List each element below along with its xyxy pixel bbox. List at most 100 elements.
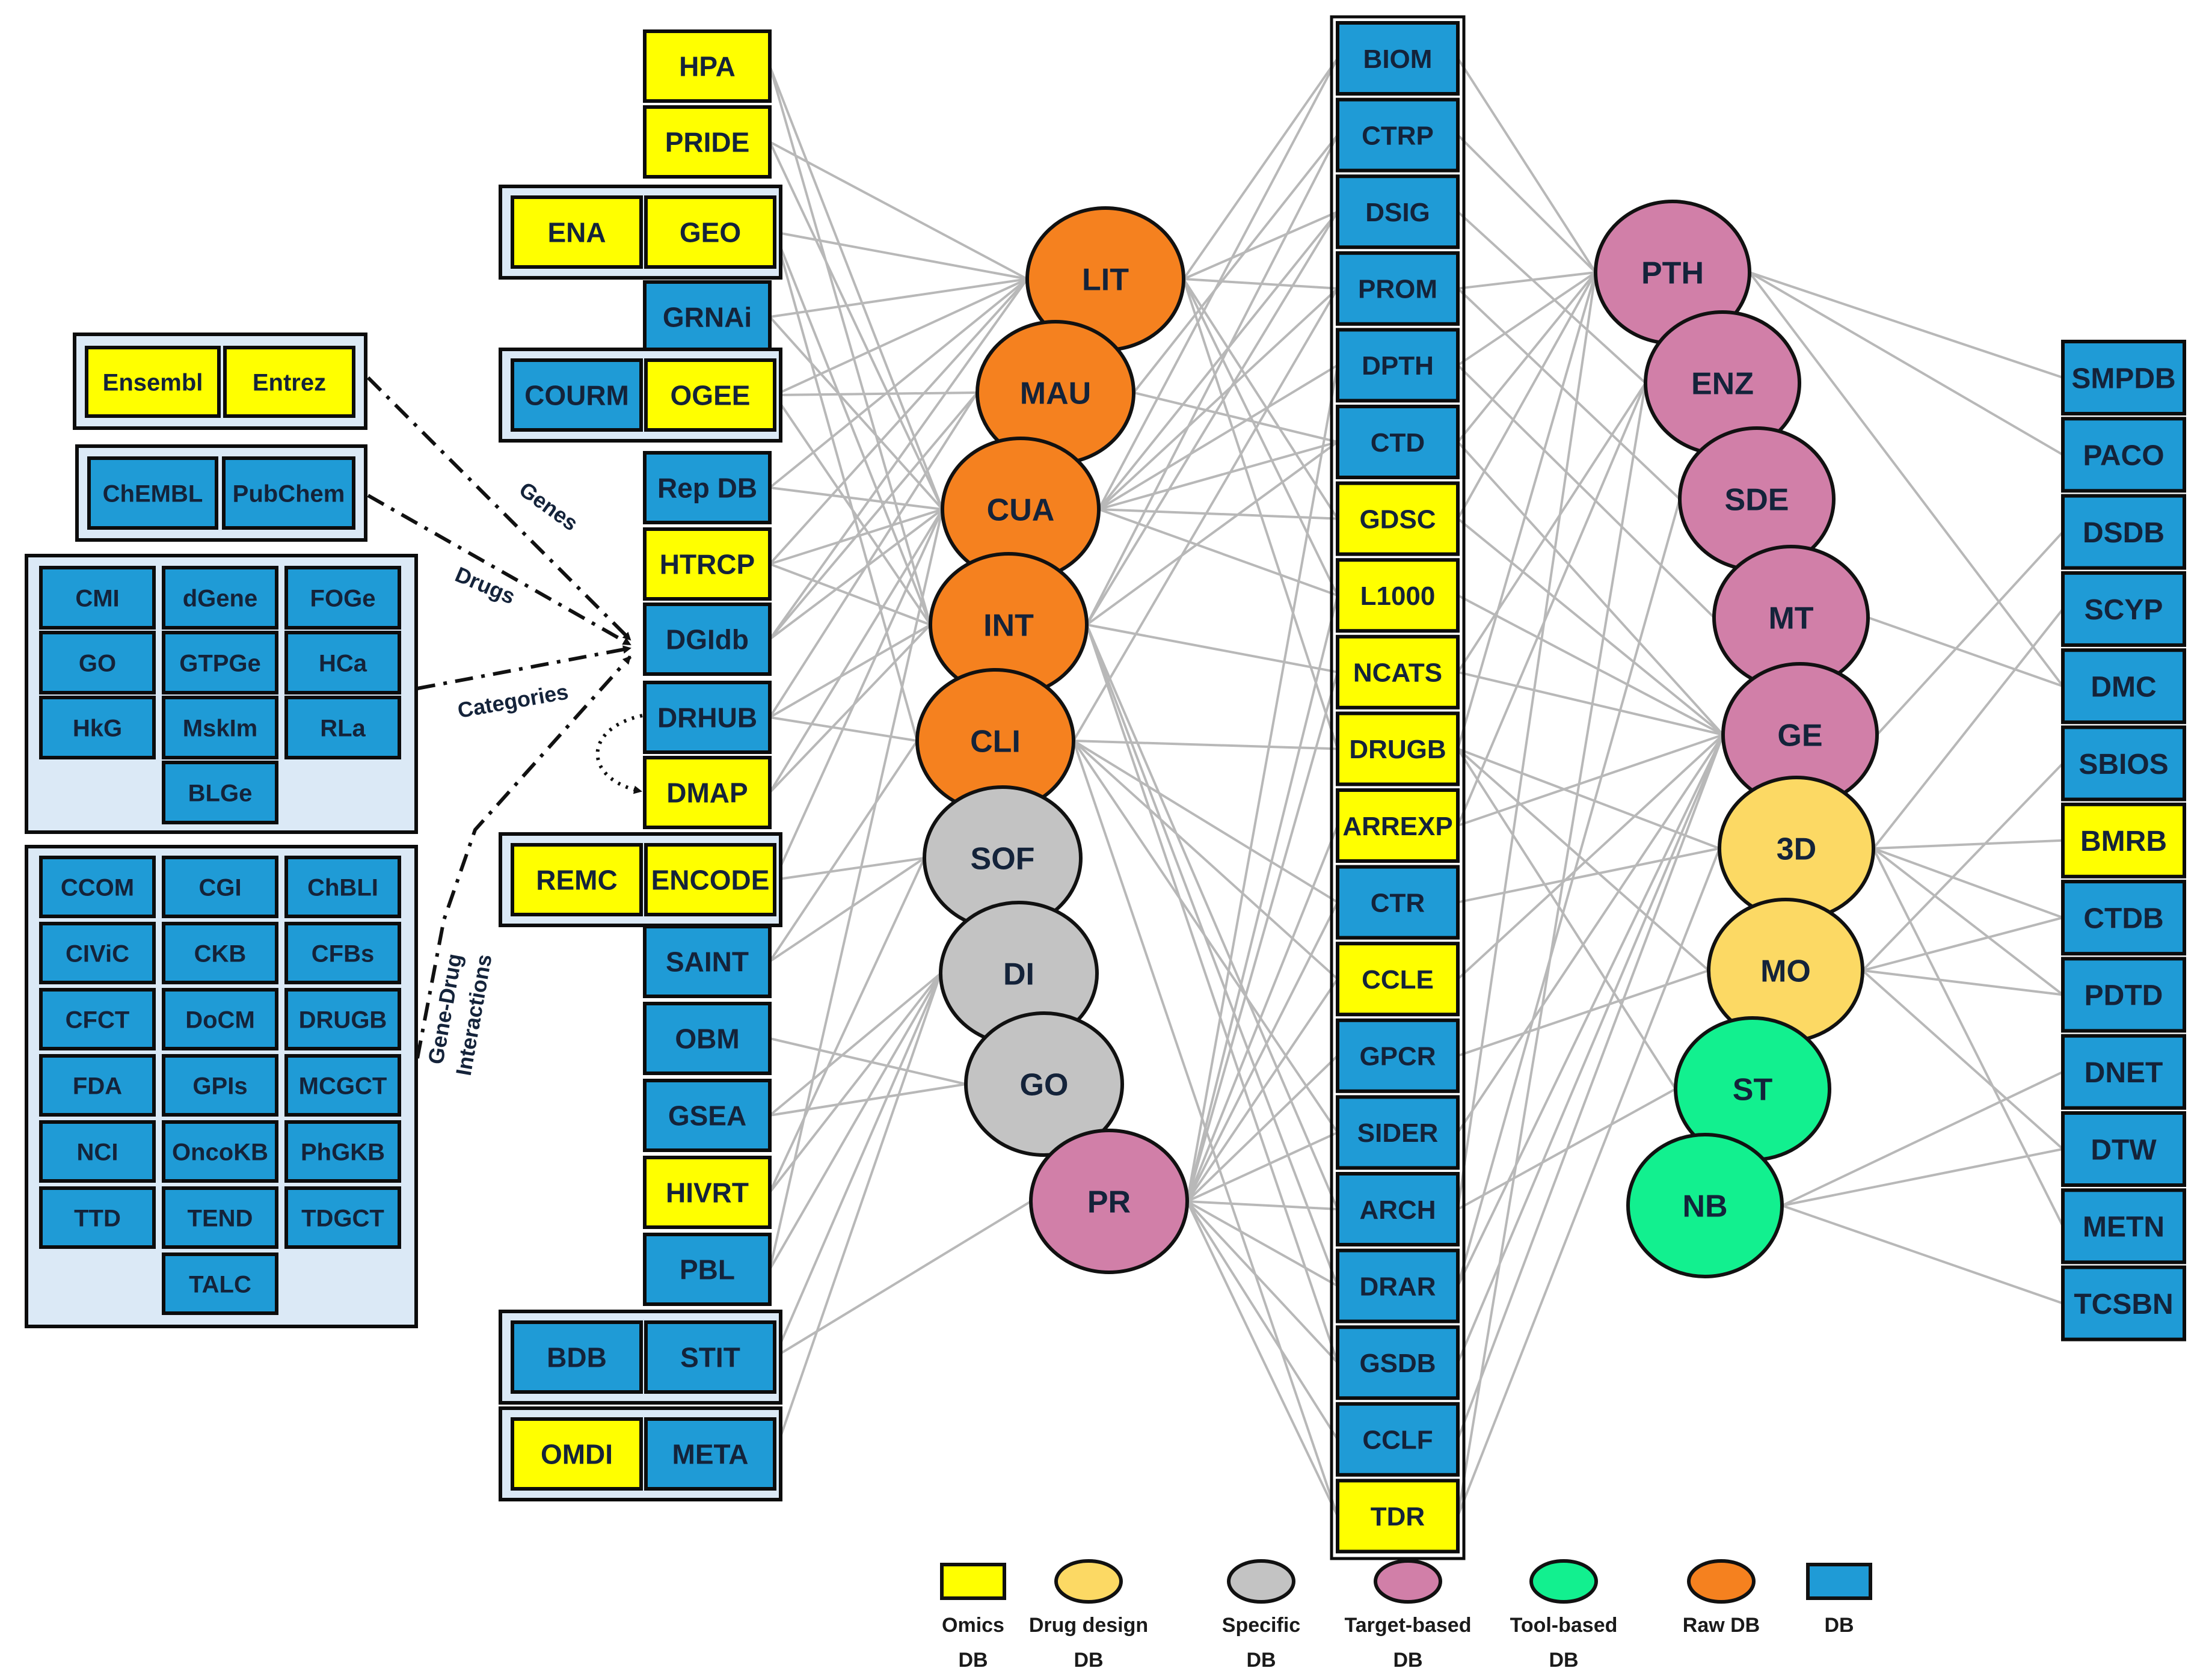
drhub-to-dmap-arrow xyxy=(595,714,643,794)
interactions-db-civic: CIViC xyxy=(39,922,156,984)
genes-db-entrez: Entrez xyxy=(223,346,355,418)
legend-label-line1: Target-based xyxy=(1345,1614,1472,1637)
column-2-node-gdsc: GDSC xyxy=(1336,481,1460,556)
edge-mau-ctd xyxy=(1133,391,1338,443)
column-2-node-biom-label: BIOM xyxy=(1363,44,1433,74)
column-1-node-hivrt-box xyxy=(643,1156,772,1229)
interactions-db-ccom-box xyxy=(39,856,156,918)
edge-pth-dmc xyxy=(1748,271,2064,687)
column-3-node-dtw-box xyxy=(2061,1111,2186,1187)
edge-ncats-enz xyxy=(1457,382,1647,673)
ellipse-cua: CUA xyxy=(941,437,1101,582)
column-1-node-hivrt-label: HIVRT xyxy=(666,1177,749,1209)
interactions-db-talc-box xyxy=(162,1252,278,1315)
column-1-node-hpa: HPA xyxy=(643,29,772,103)
interactions-db-tend-label: TEND xyxy=(188,1205,253,1231)
edge-pbl-di xyxy=(769,973,942,1270)
categories-db-hkg-label: HkG xyxy=(73,715,122,741)
edge-ctrp-pth xyxy=(1457,134,1597,274)
edge-saint-sof xyxy=(769,857,926,963)
column-2-node-biom-box xyxy=(1336,21,1460,96)
genes-db-entrez-box xyxy=(223,346,355,418)
column-2-node-ccle-label: CCLE xyxy=(1362,965,1434,995)
column-1-node-rep-db-box xyxy=(643,451,772,524)
interactions-db-tdgct-box xyxy=(284,1186,401,1249)
drugs-db-chembl-label: ChEMBL xyxy=(103,480,203,507)
interactions-db-talc-label: TALC xyxy=(189,1271,251,1298)
column-1-node-remc-label: REMC xyxy=(536,865,617,896)
column-1-node-saint-box xyxy=(643,925,772,998)
edge-obm-go xyxy=(769,1037,966,1085)
edge-pbl-cua xyxy=(769,509,944,1270)
legend-label-line1: DB xyxy=(1824,1614,1854,1637)
edge-rep-db-cua xyxy=(769,486,943,510)
interactions-db-nci-box xyxy=(39,1120,156,1183)
edge-int-ctd xyxy=(1086,441,1339,626)
column-2-node-ctd: CTD xyxy=(1336,405,1460,479)
edge-nb-dtw xyxy=(1781,1148,2063,1207)
column-1-node-ogee-box xyxy=(644,358,776,432)
column-3-node-dsdb-box xyxy=(2061,494,2186,570)
column-1-node-bdb-box xyxy=(511,1320,643,1394)
ellipse-sde-label: SDE xyxy=(1725,483,1789,518)
column-1-node-dgidb-box xyxy=(643,602,772,676)
column-3-node-ctdb: CTDB xyxy=(2061,880,2186,956)
column-1-node-obm-label: OBM xyxy=(675,1023,739,1055)
categories-db-go-box xyxy=(39,631,156,694)
column-2-node-ccle: CCLE xyxy=(1336,942,1460,1017)
column-2-node-drar: DRAR xyxy=(1336,1248,1460,1323)
column-3-node-pdtd-label: PDTD xyxy=(2085,980,2163,1012)
edge-saint-cli xyxy=(769,740,918,963)
interactions-db-tend: TEND xyxy=(162,1186,278,1249)
edge-dgidb-mau xyxy=(769,391,979,640)
categories-db-mskim: MskIm xyxy=(162,696,278,759)
interactions-db-chbli: ChBLI xyxy=(284,856,401,918)
column-2-node-gsdb-box xyxy=(1336,1325,1460,1400)
edge-int-ncats xyxy=(1086,624,1338,673)
edge-pr-ncats xyxy=(1186,672,1339,1202)
categories-db-blge: BLGe xyxy=(162,761,278,824)
interactions-db-cgi-label: CGI xyxy=(198,874,241,901)
column-1-node-bdb: BDB xyxy=(511,1320,643,1394)
edge-encode-cua xyxy=(773,509,944,880)
interactions-db-docm-label: DoCM xyxy=(185,1007,255,1033)
edge-pr-arrexp xyxy=(1186,825,1339,1202)
column-1-node-dgidb: DGIdb xyxy=(643,602,772,676)
edge-ccle-ge xyxy=(1457,734,1724,980)
column-2-node-dsig-label: DSIG xyxy=(1365,198,1430,227)
genes-db-ensembl-box xyxy=(85,346,221,418)
edge-ncats-ge xyxy=(1457,670,1724,736)
edge-arch-pth xyxy=(1457,272,1597,1210)
interactions-db-nci: NCI xyxy=(39,1120,156,1183)
column-3-node-metn-box xyxy=(2061,1188,2186,1265)
interactions-db-cgi: CGI xyxy=(162,856,278,918)
column-1-node-courm: COURM xyxy=(511,358,643,432)
edge-cua-ctd xyxy=(1098,441,1338,510)
edge-cli-sider xyxy=(1072,740,1339,1133)
edge-cli-ctr xyxy=(1072,740,1339,904)
edge-stit-di xyxy=(773,973,942,1358)
column-2-node-ctr-label: CTR xyxy=(1371,888,1425,918)
column-2-node-l1000-label: L1000 xyxy=(1360,581,1436,611)
interactions-db-gpis-box xyxy=(162,1054,278,1117)
column-3-node-sbios: SBIOS xyxy=(2061,725,2186,802)
column-1-node-geo-label: GEO xyxy=(680,217,741,248)
legend-label-line1: Specific xyxy=(1222,1614,1300,1637)
genes-db-ensembl-label: Ensembl xyxy=(103,369,203,396)
edge-hpa-cua xyxy=(769,66,944,510)
ellipse-cua-label: CUA xyxy=(987,493,1055,528)
edge-gsdb-ge xyxy=(1457,734,1724,1363)
column-2-node-dpth: DPTH xyxy=(1336,328,1460,403)
ellipse-lit: LIT xyxy=(1025,206,1185,352)
column-2-node-dpth-label: DPTH xyxy=(1362,351,1434,381)
edge-mo-pdtd xyxy=(1862,969,2063,996)
column-1-node-hivrt: HIVRT xyxy=(643,1156,772,1229)
column-1-node-rep-db-label: Rep DB xyxy=(657,473,757,504)
column-3-node-tcsbn-box xyxy=(2061,1265,2186,1341)
edge-pr-ccle xyxy=(1186,978,1339,1203)
edge-int-ctrp xyxy=(1086,134,1339,625)
edge-grnai-lit xyxy=(769,278,1028,318)
edge-3d-metn xyxy=(1872,848,2064,1227)
